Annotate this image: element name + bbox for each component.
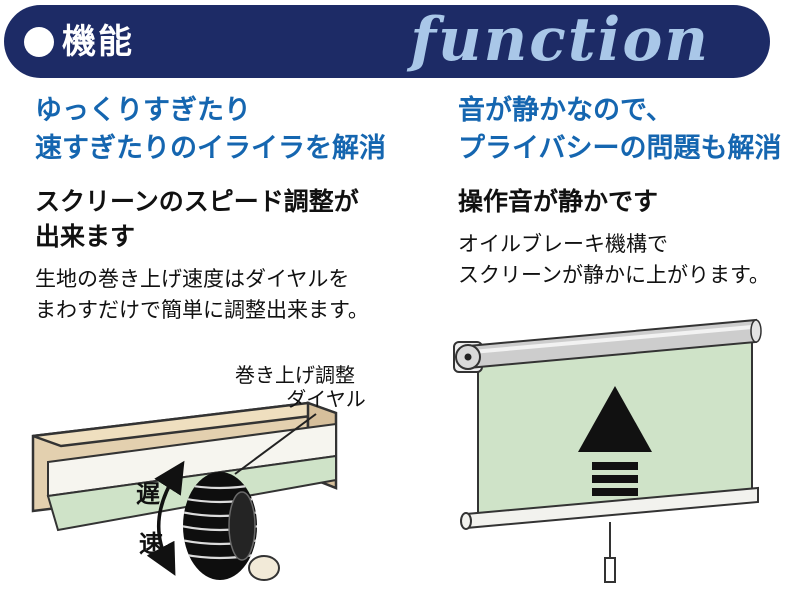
page-title: 機能 <box>62 21 134 62</box>
left-subheading: スクリーンのスピード調整が 出来ます <box>35 184 435 254</box>
function-watermark-text: function <box>410 4 710 75</box>
right-body-line1: オイルブレーキ機構で <box>458 232 668 256</box>
bottom-rail <box>460 486 759 530</box>
dial-illustration: 遅 速 巻き上げ調整 ダイヤル <box>31 363 366 581</box>
left-body-line2: まわすだけで簡単に調整出来ます。 <box>35 298 369 322</box>
dial-callout-line2: ダイヤル <box>286 387 365 411</box>
right-heading: 音が静かなので、 プライバシーの問題も解消 <box>458 92 800 168</box>
bullet-circle-icon <box>24 26 54 57</box>
bracket-foot <box>248 555 280 581</box>
left-body-line1: 生地の巻き上げ速度はダイヤルを <box>35 267 350 291</box>
roller-screen-illustration <box>453 318 762 583</box>
dial-callout-line1: 巻き上げ調整 <box>235 363 355 387</box>
up-arrow-icon <box>578 386 652 496</box>
left-heading-line2: 速すぎたりのイライラを解消 <box>35 133 386 164</box>
left-body-text: 生地の巻き上げ速度はダイヤルを まわすだけで簡単に調整出来ます。 <box>35 264 435 326</box>
cord-handle <box>604 557 616 583</box>
callout-leader-line <box>234 413 317 475</box>
left-column: ゆっくりすぎたり 速すぎたりのイライラを解消 スクリーンのスピード調整が 出来ま… <box>35 92 435 326</box>
right-heading-line1: 音が静かなので、 <box>458 95 673 126</box>
left-subheading-line2: 出来ます <box>35 222 136 251</box>
rotation-arrow-icon <box>146 460 185 576</box>
dial-label-slow: 遅 <box>136 480 160 508</box>
left-heading-line1: ゆっくりすぎたり <box>35 95 251 126</box>
right-heading-line2: プライバシーの問題も解消 <box>458 133 782 164</box>
right-subheading: 操作音が静かです <box>458 184 800 219</box>
left-subheading-line1: スクリーンのスピード調整が <box>35 187 359 216</box>
section-header-banner: 機能 function <box>4 4 770 78</box>
right-column: 音が静かなので、 プライバシーの問題も解消 操作音が静かです オイルブレーキ機構… <box>458 92 800 291</box>
roller-tube <box>455 318 762 370</box>
right-subheading-line1: 操作音が静かです <box>458 187 659 216</box>
right-body-text: オイルブレーキ機構で スクリーンが静かに上がります。 <box>458 229 800 291</box>
right-body-line2: スクリーンが静かに上がります。 <box>458 263 770 287</box>
left-heading: ゆっくりすぎたり 速すぎたりのイライラを解消 <box>35 92 435 168</box>
